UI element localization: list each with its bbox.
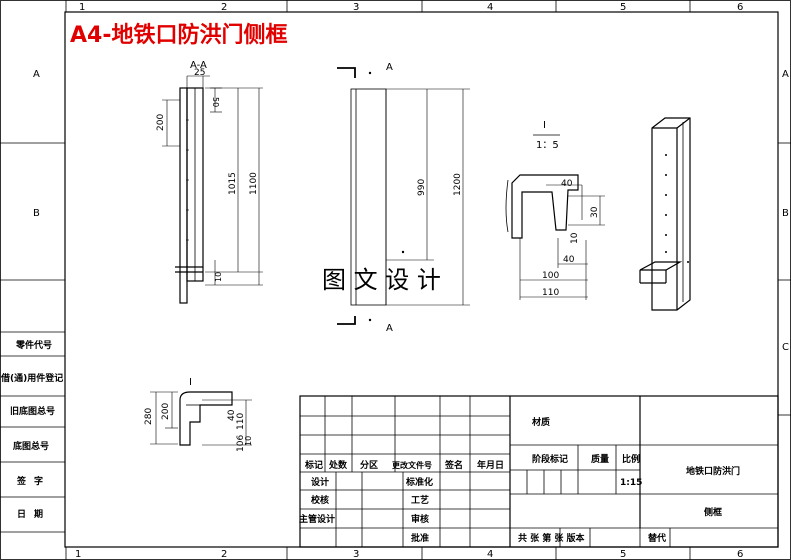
watermark-text: 图 文 设 计 (322, 266, 441, 294)
col-label-1-bottom: 1 (75, 549, 81, 560)
row-label-a-right: A (782, 69, 789, 80)
tb-part-name: 地铁口防洪门 (686, 465, 740, 477)
detail-i-dim-10: 10 (570, 232, 580, 244)
tb-rev-sign: 签名 (444, 459, 463, 471)
col-label-6-bottom: 6 (737, 549, 743, 560)
tb-sheet-count: 共 张 第 张 版本 (518, 532, 586, 544)
tb-rev-docno: 更改文件号 (392, 460, 432, 470)
tb-material: 材质 (531, 416, 550, 428)
front-view: A A 990 1200 (337, 62, 470, 334)
col-label-3: 3 (353, 2, 359, 13)
tb-role-design: 设计 (311, 476, 329, 488)
left-strip-table (0, 331, 65, 533)
section-aa-dim-1100: 1100 (249, 172, 259, 195)
row-label-b: B (33, 208, 40, 219)
tb-stage-label: 阶段标记 (532, 453, 568, 465)
row-label-c-right: C (782, 342, 789, 353)
strip-borrowed-reg: 借(通)用件登记 (0, 372, 63, 384)
col-label-5: 5 (620, 2, 626, 13)
tb-rev-zone: 分区 (360, 459, 378, 471)
tb-replace: 替代 (648, 532, 666, 544)
detail-i-small-dim-106: 106 (236, 435, 246, 452)
section-aa-dim-200: 200 (156, 114, 166, 131)
detail-i-small-dim-10: 10 (244, 436, 253, 446)
col-label-1: 1 (79, 2, 85, 13)
detail-i-label: I (543, 120, 546, 131)
strip-drawing-no: 底图总号 (13, 440, 49, 452)
detail-i-small-dim-200: 200 (161, 403, 171, 420)
col-label-2-bottom: 2 (221, 549, 227, 560)
section-aa-label: A-A (190, 60, 207, 71)
row-label-a: A (33, 69, 40, 80)
col-label-2: 2 (221, 2, 227, 13)
col-label-4-bottom: 4 (487, 549, 493, 560)
tb-role-process: 工艺 (411, 494, 429, 506)
strip-old-drawing-no: 旧底图总号 (10, 405, 55, 417)
detail-i-small-label: I (189, 377, 192, 388)
detail-i-small-view: I 280 200 40 110 106 10 (144, 377, 253, 452)
tb-rev-mark: 标记 (304, 459, 323, 471)
detail-i-dim-100: 100 (542, 271, 559, 281)
tb-drawing-name: 侧框 (704, 506, 722, 518)
section-aa-dim-1015: 1015 (228, 172, 238, 195)
strip-part-code: 零件代号 (15, 339, 52, 351)
col-label-4: 4 (487, 2, 493, 13)
detail-i-dim-110: 110 (542, 288, 559, 298)
col-label-6: 6 (737, 2, 743, 13)
front-dim-1200: 1200 (453, 173, 463, 196)
isometric-view (639, 117, 691, 311)
detail-i-dim-30: 30 (590, 206, 600, 218)
detail-i-small-dim-280: 280 (144, 408, 154, 425)
front-dim-990: 990 (417, 179, 427, 196)
tb-ratio: 比例 (622, 453, 640, 465)
tb-ratio-value: 1:15 (620, 478, 642, 488)
strip-date: 日期 (17, 508, 51, 520)
detail-i-small-dim-40: 40 (227, 409, 237, 421)
detail-i-small-dim-110: 110 (236, 413, 246, 430)
detail-i-dim-40-top: 40 (561, 179, 573, 189)
detail-i-dim-40-bottom: 40 (563, 255, 575, 265)
tb-role-check: 校核 (311, 494, 329, 506)
section-aa-dim-10: 10 (214, 272, 223, 282)
strip-signature: 签字 (16, 475, 51, 487)
tb-rev-date: 年月日 (477, 459, 504, 471)
tb-role-standard: 标准化 (405, 476, 433, 488)
title-block: 标记 处数 分区 更改文件号 签名 年月日 设计 校核 主管设计 标准化 工艺 … (299, 395, 779, 548)
tb-role-chief: 主管设计 (299, 513, 335, 525)
detail-i-scale: 1：5 (536, 140, 559, 151)
section-aa-dim-25: 25 (194, 68, 205, 78)
front-label-bottom: A (386, 323, 393, 334)
col-label-5-bottom: 5 (620, 549, 626, 560)
tb-role-approve: 批准 (411, 532, 429, 544)
detail-i-view: I 1：5 40 30 10 40 100 110 (505, 120, 605, 300)
section-aa-dim-50: 50 (211, 97, 220, 107)
tb-rev-count: 处数 (328, 459, 348, 471)
col-label-3-bottom: 3 (353, 549, 359, 560)
tb-weight: 质量 (591, 453, 609, 465)
front-label-top: A (386, 62, 393, 73)
tb-role-review: 审核 (411, 513, 429, 525)
section-aa-view: A-A 25 50 200 (156, 60, 263, 304)
sheet-title: A4-地铁口防洪门侧框 (70, 22, 287, 48)
row-label-b-right: B (782, 208, 789, 219)
